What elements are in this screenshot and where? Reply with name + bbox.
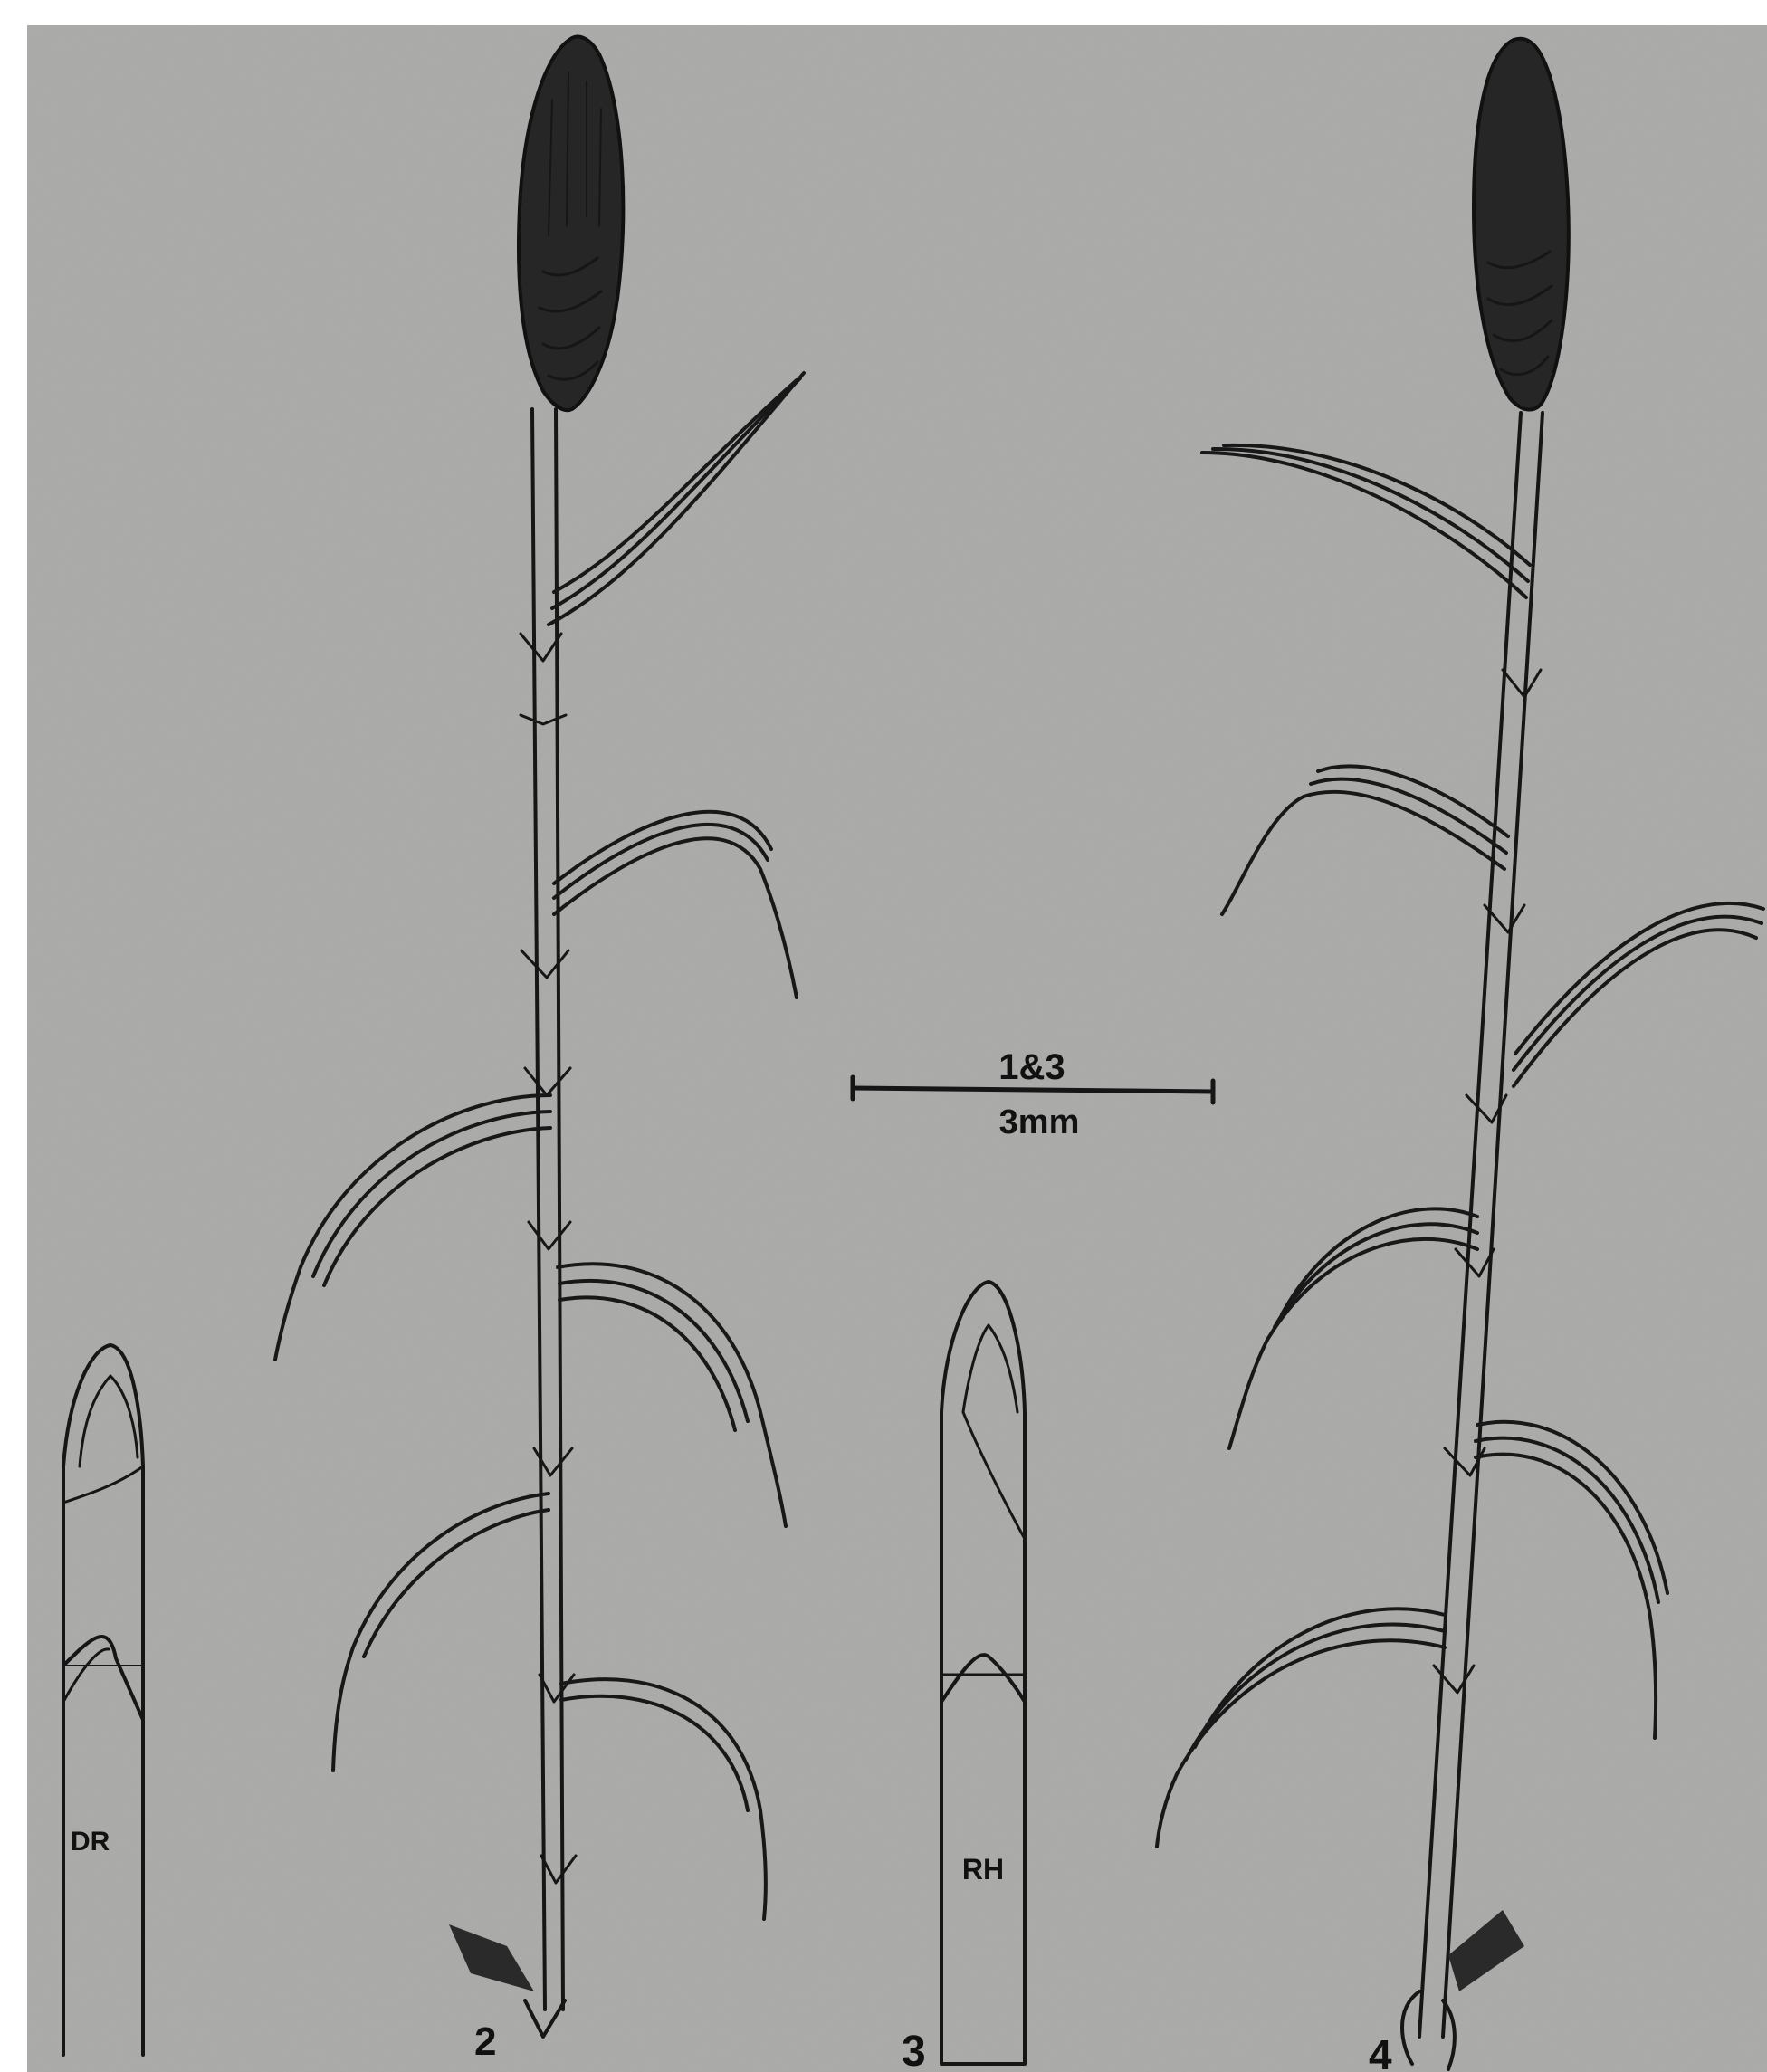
label-section-3: 3 [902,2028,926,2072]
label-plant-4: 4 [1369,2031,1392,2072]
label-section-dr: DR [71,1827,110,1857]
scale-bar-top-label: 1&3 [998,1047,1065,1087]
scale-bar-bottom-label: 3mm [999,1103,1080,1141]
label-plant-2: 2 [474,2019,496,2064]
label-section-rh: RH [962,1853,1004,1886]
